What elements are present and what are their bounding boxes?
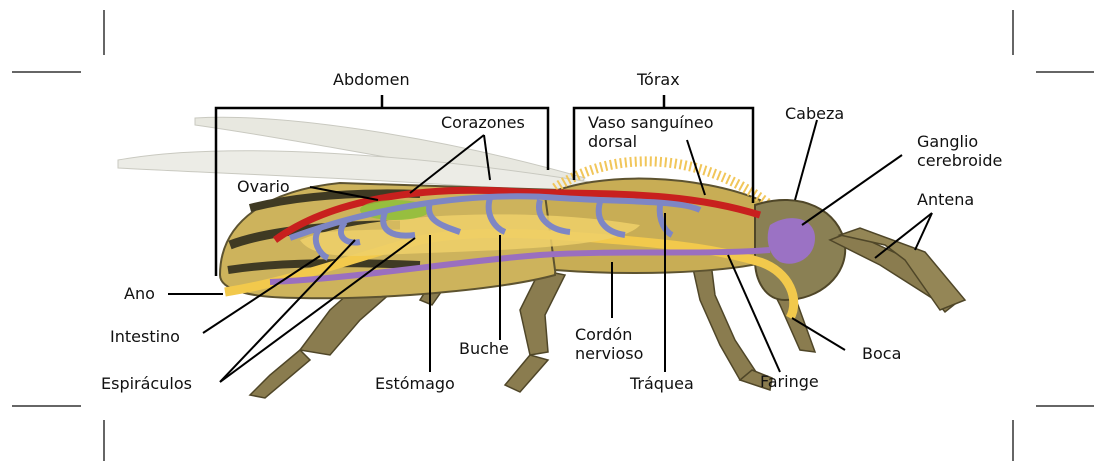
label-ganglio-cerebroide: Ganglio cerebroide [917,132,1002,170]
leader-cabeza [795,120,817,200]
label-ovario: Ovario [237,177,290,196]
leg [520,270,565,355]
leg [505,355,548,392]
label-espiraculos: Espiráculos [101,374,192,393]
leg [690,255,760,380]
label-torax: Tórax [637,70,680,89]
label-estomago: Estómago [375,374,455,393]
label-corazones: Corazones [441,113,525,132]
label-abdomen: Abdomen [333,70,410,89]
label-faringe: Faringe [760,372,819,391]
leader-ganglio [802,155,902,225]
label-antena: Antena [917,190,974,209]
label-ano: Ano [124,284,155,303]
label-traquea: Tráquea [630,374,694,393]
label-cabeza: Cabeza [785,104,844,123]
label-boca: Boca [862,344,901,363]
label-vaso-sanguineo-dorsal: Vaso sanguíneo dorsal [588,113,714,151]
label-buche: Buche [459,339,509,358]
label-intestino: Intestino [110,327,180,346]
label-cordon-nervioso: Cordón nervioso [575,325,643,363]
leg [250,350,310,398]
